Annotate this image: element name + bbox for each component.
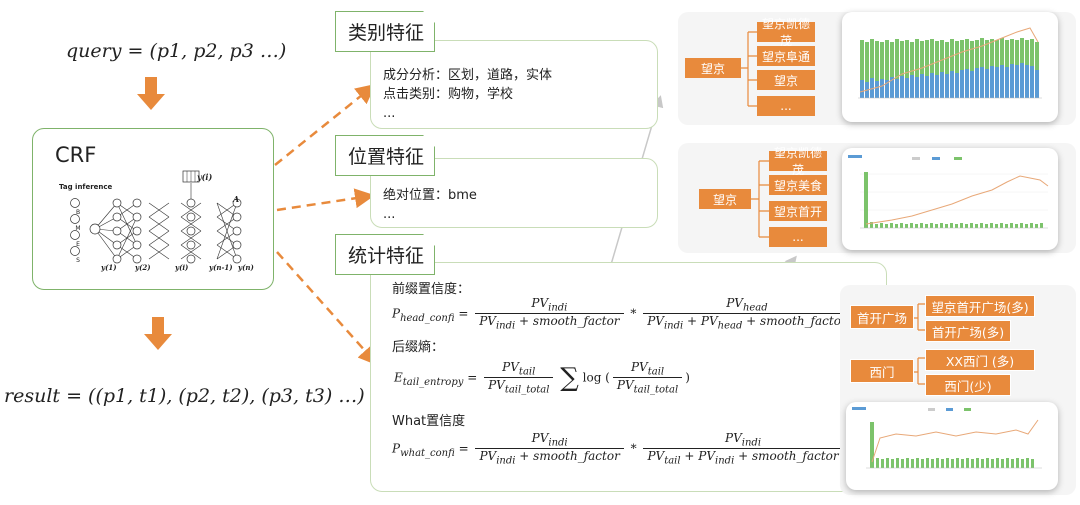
statistics-title: 统计特征: [335, 234, 435, 275]
tree3-node: 首开广场(多): [925, 320, 1011, 342]
tree2-bracket: [751, 160, 771, 238]
result-formula: result = ((p1, t1), (p2, t2), (p3, t3) ……: [4, 385, 365, 407]
chart-2-image: [848, 155, 1049, 229]
chart-3-image: [852, 407, 1042, 469]
y-label: y(i): [175, 263, 189, 272]
category-panel: 成分分析：区划，道路，实体 点击类别：购物，学校 ...: [370, 40, 658, 129]
down-arrow-top-head: [137, 94, 165, 110]
query-formula: query = (p1, p2, p3 …): [66, 40, 287, 62]
tree1-node: 望京阜通: [757, 46, 815, 66]
y-label: y(2): [135, 263, 151, 272]
position-line: ...: [383, 207, 396, 222]
state-label: M: [75, 225, 81, 232]
state-label: E: [76, 241, 80, 248]
position-title: 位置特征: [335, 135, 435, 176]
tree3-node: XX西门 (多): [925, 349, 1035, 371]
position-line: 绝对位置：bme: [383, 188, 477, 203]
tree3-bracket: [912, 303, 926, 385]
tree3-node: 望京首开广场(多): [925, 295, 1035, 317]
chart-1-image: [858, 27, 1042, 99]
category-line: 成分分析：区划，道路，实体: [383, 68, 553, 83]
chart-card-1: [842, 12, 1058, 122]
y-label: y(1): [101, 263, 117, 272]
state-label: B: [75, 209, 81, 216]
chart-card-2: [842, 148, 1058, 250]
y-label: y(n-1): [209, 263, 233, 272]
y-label: y(n): [238, 263, 254, 272]
tree2-root: 望京: [699, 189, 751, 209]
what-confidence-label: What置信度: [392, 414, 466, 429]
down-arrow-top-shaft: [145, 77, 157, 95]
state-labels: B M E S: [72, 205, 84, 269]
a-label: A: [233, 194, 240, 204]
down-arrow-bottom-head: [144, 334, 172, 350]
dash-arrow-position: [276, 188, 375, 212]
tree2-node: 望京凯德茂: [769, 146, 827, 177]
chart-card-3: [846, 402, 1058, 490]
tree1-node: 望京: [757, 70, 815, 90]
category-line: 点击类别：购物，学校: [383, 87, 514, 102]
down-arrow-bottom-shaft: [152, 317, 164, 335]
crf-network-figure: [70, 170, 242, 264]
tree1-node: ...: [757, 96, 815, 116]
crf-title: CRF: [55, 143, 97, 167]
tag-inference-label: Tag inference: [59, 183, 113, 191]
tree2-node: 望京美食: [769, 175, 827, 195]
tree2-node: ...: [769, 227, 827, 247]
tree1-node: 望京凯德茂: [757, 17, 815, 48]
tree3-root: 首开广场: [850, 305, 914, 329]
suffix-entropy-label: 后缀熵：: [392, 340, 445, 355]
dash-arrow-category: [274, 83, 376, 166]
category-line: ...: [383, 106, 396, 121]
tree2-node: 望京首开: [769, 201, 827, 221]
prefix-confidence-label: 前缀置信度：: [392, 282, 471, 297]
tree3-node: 西门(少): [925, 374, 1011, 396]
tree1-root: 望京: [685, 58, 741, 78]
tree1-bracket: [740, 31, 760, 107]
crf-box: CRF Tag inference: [32, 128, 274, 290]
top-y-label: y(i): [197, 172, 213, 182]
dash-arrow-statistics: [276, 251, 379, 366]
tree3-root: 西门: [850, 359, 914, 383]
state-label: S: [76, 257, 80, 264]
category-title: 类别特征: [335, 11, 435, 52]
